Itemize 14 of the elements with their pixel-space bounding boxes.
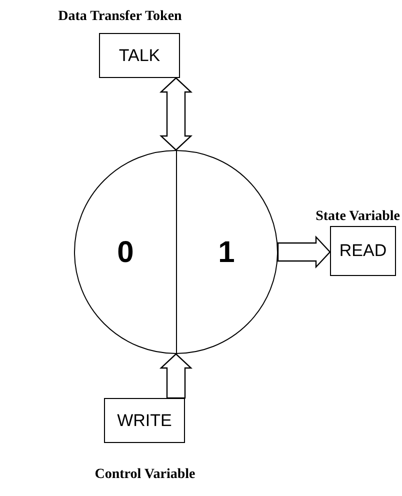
process-box — [99, 33, 180, 78]
node-label: State Variable — [316, 209, 400, 224]
box-label: READ — [339, 240, 387, 262]
box-label: WRITE — [117, 410, 172, 432]
process-box — [104, 398, 185, 443]
box-label: TALK — [118, 44, 160, 67]
hollow-block-arrow — [277, 235, 331, 269]
node-label: Control Variable — [94, 467, 196, 482]
hollow-block-arrow — [159, 353, 193, 399]
bit-value: 1 — [218, 234, 235, 270]
process-box — [330, 226, 396, 276]
node-label: Data Transfer Token — [58, 9, 182, 24]
hollow-block-arrow — [159, 77, 193, 151]
bit-value: 0 — [117, 234, 134, 270]
